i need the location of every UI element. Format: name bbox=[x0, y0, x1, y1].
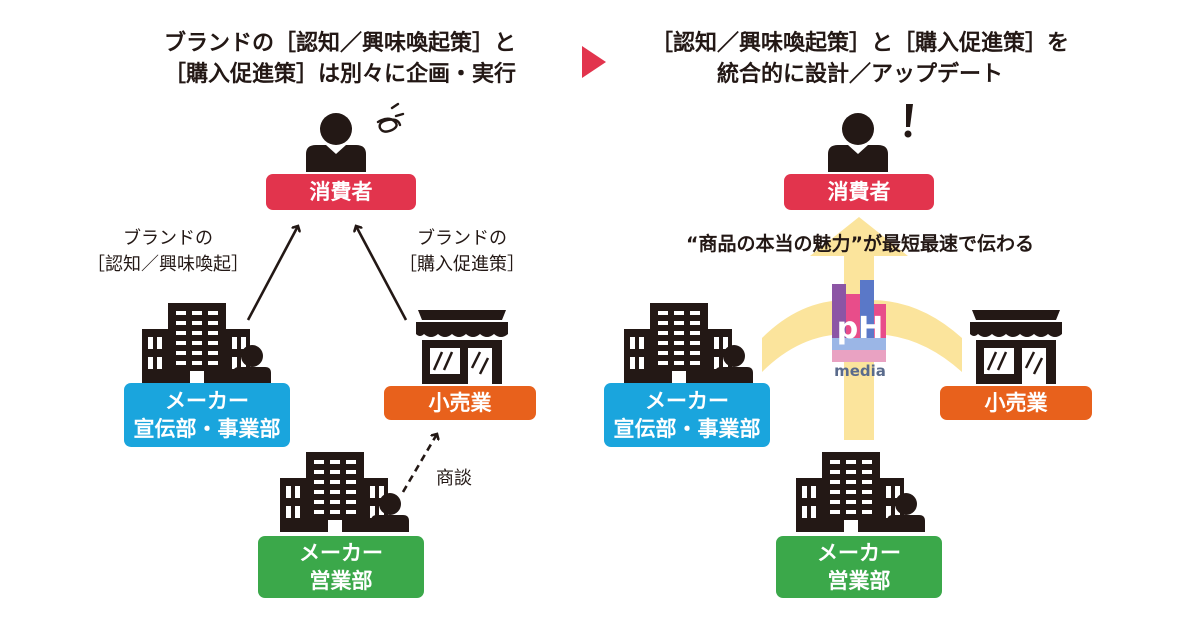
right-maker-sales-line2: 営業部 bbox=[827, 569, 891, 593]
left-heading-line1: ブランドの［認知／興味喚起策］と bbox=[163, 31, 516, 56]
left-arrow-awareness bbox=[246, 226, 298, 321]
exclamation-icon bbox=[904, 104, 913, 138]
left-awareness-line1: ブランドの bbox=[123, 228, 213, 249]
left-maker-sales-box: メーカー 営業部 bbox=[258, 536, 424, 598]
left-consumer-label: 消費者 bbox=[309, 180, 373, 204]
left-person-icon bbox=[306, 113, 366, 172]
left-retail-store-icon bbox=[414, 308, 510, 386]
right-tagline: “商品の本当の魅力”が最短最速で伝わる bbox=[686, 233, 1034, 255]
ph-logo-text: pH bbox=[836, 311, 884, 346]
left-awareness-line2: ［認知／興味喚起］ bbox=[87, 254, 249, 275]
right-consumer-label: 消費者 bbox=[827, 180, 891, 204]
left-promotion-label: ブランドの ［購入促進策］ bbox=[372, 226, 552, 278]
scribble-icon bbox=[376, 102, 405, 133]
right-maker-pr-line2: 宣伝部・事業部 bbox=[613, 417, 761, 441]
right-maker-pr-box: メーカー 宣伝部・事業部 bbox=[604, 383, 770, 447]
right-retail-box: 小売業 bbox=[940, 386, 1092, 420]
right-retail-store-icon bbox=[968, 308, 1064, 386]
right-maker-pr-line1: メーカー bbox=[645, 389, 729, 413]
right-heading: ［認知／興味喚起策］と［購入促進策］を 統合的に設計／アップデート bbox=[640, 28, 1080, 90]
transition-arrow-icon bbox=[582, 46, 606, 78]
right-heading-line1: ［認知／興味喚起策］と［購入促進策］を bbox=[650, 31, 1069, 56]
right-maker-sales-box: メーカー 営業部 bbox=[776, 536, 942, 598]
left-awareness-label: ブランドの ［認知／興味喚起］ bbox=[68, 226, 268, 278]
left-heading: ブランドの［認知／興味喚起策］と ［購入促進策］は別々に企画・実行 bbox=[130, 28, 550, 90]
left-promotion-line2: ［購入促進策］ bbox=[399, 254, 525, 275]
left-maker-pr-box: メーカー 宣伝部・事業部 bbox=[124, 383, 290, 447]
left-maker-sales-line2: 営業部 bbox=[309, 569, 373, 593]
left-maker-pr-line1: メーカー bbox=[165, 389, 249, 413]
left-arrow-promotion bbox=[356, 226, 408, 321]
left-consumer-box: 消費者 bbox=[266, 174, 416, 210]
negotiation-label: 商談 bbox=[436, 468, 472, 489]
right-person-icon bbox=[828, 113, 888, 172]
right-consumer-box: 消費者 bbox=[784, 174, 934, 210]
ph-media-logo bbox=[832, 280, 886, 362]
right-retail-label: 小売業 bbox=[984, 391, 1048, 415]
right-maker-sales-line1: メーカー bbox=[817, 541, 901, 565]
left-promotion-line1: ブランドの bbox=[417, 228, 507, 249]
left-maker-pr-line2: 宣伝部・事業部 bbox=[133, 417, 281, 441]
left-maker-sales-line1: メーカー bbox=[299, 541, 383, 565]
right-heading-line2: 統合的に設計／アップデート bbox=[716, 62, 1003, 87]
left-retail-label: 小売業 bbox=[428, 391, 492, 415]
left-retail-box: 小売業 bbox=[384, 386, 536, 420]
ph-logo-media-text: media bbox=[834, 362, 886, 380]
negotiation-arrow bbox=[401, 434, 437, 493]
left-heading-line2: ［購入促進策］は別々に企画・実行 bbox=[163, 62, 516, 87]
